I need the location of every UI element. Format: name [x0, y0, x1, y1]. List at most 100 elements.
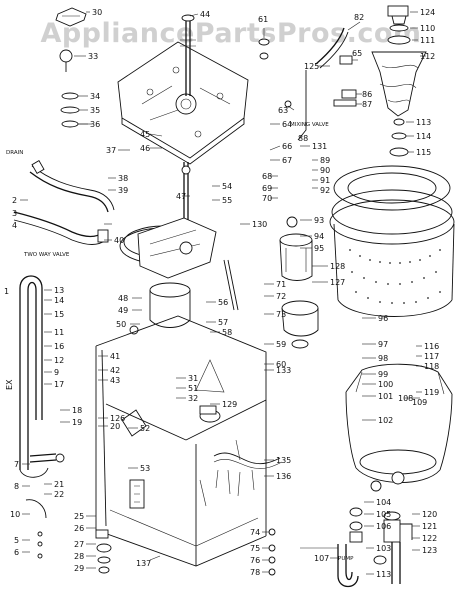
callout-120: 120	[422, 510, 437, 519]
callout-78: 78	[250, 568, 260, 577]
callout-125: 125	[304, 62, 319, 71]
callout-106: 106	[376, 522, 391, 531]
callout-59: 59	[276, 340, 286, 349]
pump-hoses	[300, 507, 413, 588]
callout-11: 11	[54, 328, 64, 337]
callout-54: 54	[222, 182, 232, 191]
callout-115: 115	[416, 148, 431, 157]
callout-49: 49	[118, 306, 128, 315]
callout-65: 65	[352, 49, 362, 58]
callout-82: 82	[354, 13, 364, 22]
side-mark-label: EX	[5, 379, 14, 390]
callout-33: 33	[88, 52, 98, 61]
callout-108: 108	[398, 394, 413, 403]
callout-101: 101	[378, 392, 393, 401]
callout-94: 94	[314, 232, 324, 241]
callout-96: 96	[378, 314, 388, 323]
callout-121: 121	[422, 522, 437, 531]
pump-label: PUMP	[338, 556, 354, 562]
callout-69: 69	[262, 184, 272, 193]
callout-35: 35	[90, 106, 100, 115]
callout-52: 52	[140, 424, 150, 433]
callout-64: 64	[282, 120, 292, 129]
callout-47: 47	[176, 192, 186, 201]
mixing-valve-label: MIXING VALVE	[290, 122, 329, 128]
bottom-hardware	[268, 528, 276, 576]
callout-21: 21	[54, 480, 64, 489]
callout-119: 119	[424, 388, 439, 397]
callout-126: 126	[110, 414, 125, 423]
two-way-valve-label: TWO WAY VALVE	[23, 252, 70, 258]
callout-9: 9	[54, 368, 59, 377]
callout-13: 13	[54, 286, 64, 295]
callout-76: 76	[250, 556, 260, 565]
callout-89: 89	[320, 156, 330, 165]
callout-28: 28	[74, 552, 84, 561]
callout-129: 129	[222, 400, 237, 409]
cabinet	[95, 315, 267, 567]
callout-4: 4	[12, 221, 17, 230]
callout-98: 98	[378, 354, 388, 363]
callout-58: 58	[222, 328, 232, 337]
callout-43: 43	[110, 376, 120, 385]
callout-123: 123	[422, 546, 437, 555]
callout-122: 122	[422, 534, 437, 543]
callout-67: 67	[282, 156, 292, 165]
callout-131: 131	[312, 142, 327, 151]
callout-90: 90	[320, 166, 330, 175]
callout-16: 16	[54, 342, 64, 351]
callout-127: 127	[330, 278, 345, 287]
callout-92: 92	[320, 186, 330, 195]
callout-42: 42	[110, 366, 120, 375]
callout-22: 22	[54, 490, 64, 499]
callout-87: 87	[362, 100, 372, 109]
callout-14: 14	[54, 296, 64, 305]
drain-label: DRAIN	[6, 150, 23, 156]
callout-3: 3	[12, 209, 17, 218]
transmission-plate	[117, 14, 249, 230]
left-side-components	[25, 409, 147, 574]
callout-128: 128	[330, 262, 345, 271]
callout-135: 135	[276, 456, 291, 465]
callout-19: 19	[72, 418, 82, 427]
callout-5: 5	[14, 536, 19, 545]
leader-lines	[20, 11, 426, 575]
callout-36: 36	[90, 120, 100, 129]
callout-numbers: 30 44 61 82 124 110 111 112 33 125 65 86…	[4, 8, 439, 579]
callout-46: 46	[140, 144, 150, 153]
callout-116: 116	[424, 342, 439, 351]
callout-88: 88	[298, 134, 308, 143]
callout-44: 44	[200, 10, 210, 19]
callout-60: 60	[276, 360, 286, 369]
callout-12: 12	[54, 356, 64, 365]
callout-20: 20	[110, 422, 120, 431]
callout-26: 26	[74, 524, 84, 533]
callout-109: 109	[412, 398, 427, 407]
callout-18: 18	[72, 406, 82, 415]
callout-41: 41	[110, 352, 120, 361]
callout-66: 66	[282, 142, 292, 151]
callout-71: 71	[276, 280, 286, 289]
tub-bottom	[345, 363, 453, 492]
callout-95: 95	[314, 244, 324, 253]
callout-86: 86	[362, 90, 372, 99]
callout-37: 37	[106, 146, 116, 155]
callout-29: 29	[74, 564, 84, 573]
callout-110: 110	[420, 24, 435, 33]
callout-107: 107	[314, 554, 329, 563]
left-hoses	[13, 160, 115, 245]
callout-124: 124	[420, 8, 435, 17]
callout-100: 100	[378, 380, 393, 389]
callout-68: 68	[262, 172, 272, 181]
callout-114: 114	[416, 132, 431, 141]
callout-10: 10	[10, 510, 20, 519]
callout-97: 97	[378, 340, 388, 349]
callout-56: 56	[218, 298, 228, 307]
callout-112: 112	[420, 52, 435, 61]
callout-113: 113	[416, 118, 431, 127]
fill-hose-assembly	[284, 27, 357, 141]
callout-39: 39	[118, 186, 128, 195]
callout-55: 55	[222, 196, 232, 205]
top-bracket-assembly	[55, 7, 92, 128]
callout-2: 2	[12, 196, 17, 205]
